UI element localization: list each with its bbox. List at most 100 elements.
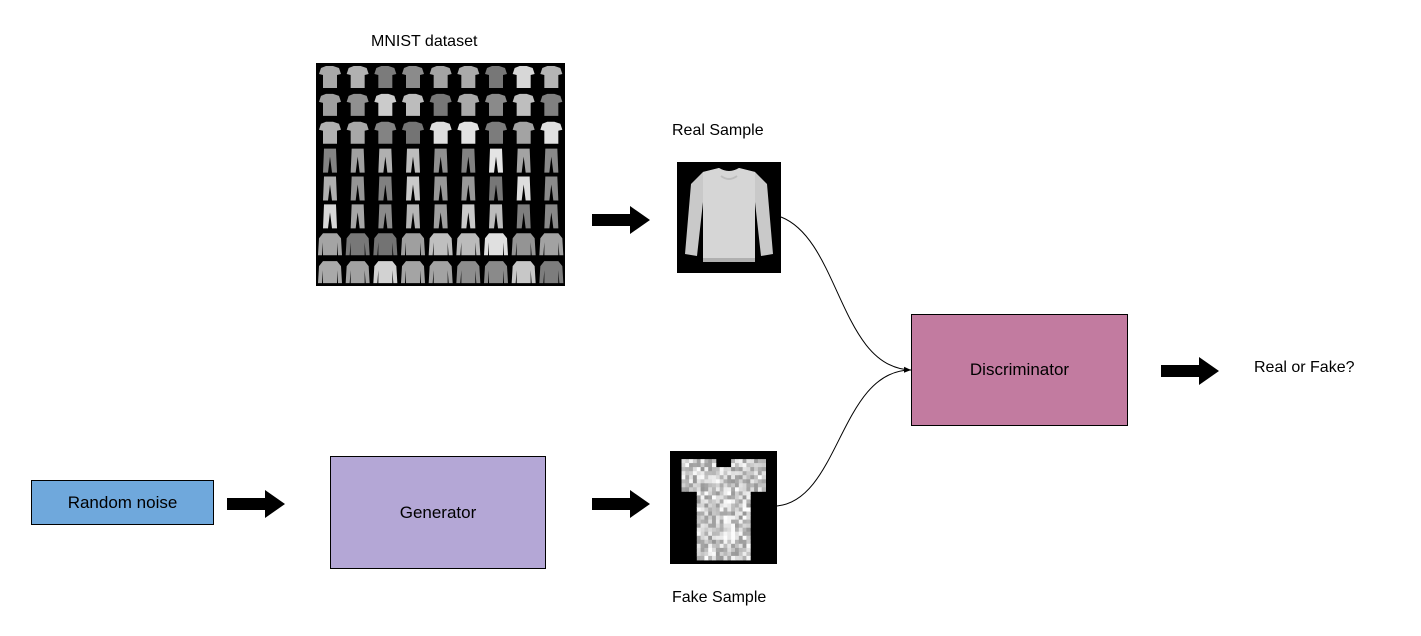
fake-pixel (700, 543, 705, 549)
fake-pixel (746, 531, 751, 537)
fake-pixel (742, 491, 747, 496)
fake-pixel (696, 487, 702, 492)
fake-pixel (723, 539, 728, 545)
fake-pixel (727, 543, 732, 549)
fake-pixel (696, 479, 702, 484)
fake-pixel (735, 519, 740, 525)
fake-pixel (727, 475, 732, 480)
fake-pixel (723, 555, 728, 561)
fake-pixel (727, 539, 732, 545)
fake-pixel (742, 555, 747, 561)
fake-pixel (712, 527, 717, 533)
fake-pixel (685, 463, 690, 468)
fake-pixel (719, 507, 724, 512)
random-noise-box: Random noise (31, 480, 214, 525)
dataset-thumbnail (484, 261, 508, 284)
fake-pixel (738, 479, 744, 484)
fake-pixel (708, 547, 713, 553)
fake-pixel (712, 471, 717, 476)
fake-pixel (715, 543, 721, 549)
fake-pixel (757, 475, 763, 480)
fake-pixel (757, 479, 763, 484)
dataset-image (316, 63, 565, 286)
dataset-thumbnail (345, 233, 370, 256)
dataset-thumbnail (319, 93, 341, 116)
fake-pixel (700, 491, 705, 496)
fake-pixel (719, 503, 724, 508)
fake-pixel (735, 503, 740, 508)
fake-pixel (738, 531, 744, 537)
fake-pixel (708, 487, 713, 492)
fake-pixel (723, 479, 728, 484)
dataset-thumbnail (457, 93, 480, 116)
fake-pixel (704, 499, 709, 504)
fake-pixel (719, 527, 724, 533)
fake-pixel (700, 459, 705, 464)
fake-pixel (712, 539, 717, 545)
fake-pixel (738, 499, 744, 504)
fake-pixel (719, 479, 724, 484)
fake-pixel (704, 547, 709, 553)
fake-pixel (738, 475, 744, 480)
fake-pixel (708, 483, 713, 488)
fake-pixel (712, 555, 717, 561)
fake-pixel (757, 459, 763, 464)
fake-pixel (715, 539, 721, 545)
dataset-thumbnail (378, 148, 393, 173)
fake-pixel (708, 463, 713, 468)
fake-pixel (712, 487, 717, 492)
fake-pixel (700, 523, 705, 529)
fake-pixel (715, 491, 721, 496)
fake-pixel (757, 487, 763, 492)
dataset-thumbnail (318, 261, 342, 284)
dataset-thumbnail (433, 176, 448, 201)
fake-pixel (738, 511, 744, 516)
fake-pixel (723, 467, 728, 472)
fake-pixel (742, 483, 747, 488)
fake-pixel (742, 507, 747, 512)
fake-pixel (700, 527, 705, 533)
fake-pixel (712, 503, 717, 508)
fake-pixel (696, 475, 702, 480)
fake-pixel (719, 519, 724, 525)
fake-pixel (727, 471, 732, 476)
fake-pixel (696, 507, 702, 512)
fake-pixel (754, 475, 759, 480)
fake-pixel (727, 555, 732, 561)
fake-sample-label: Fake Sample (672, 589, 767, 606)
fake-pixel (719, 483, 724, 488)
fake-pixel (754, 459, 759, 464)
fake-pixel (712, 535, 717, 541)
fake-pixel (761, 459, 766, 464)
dataset-thumbnail (457, 121, 480, 144)
fake-pixel (731, 519, 736, 525)
fake-pixel (712, 523, 717, 529)
fake-pixel (742, 459, 747, 464)
fake-pixel (761, 467, 766, 472)
fake-pixel (735, 467, 740, 472)
fake-pixel (708, 527, 713, 533)
fake-pixel (704, 495, 709, 500)
fake-pixel (681, 471, 686, 476)
fake-pixel (727, 519, 732, 525)
fake-pixel (735, 551, 740, 557)
dataset-thumbnail (323, 176, 337, 201)
fake-pixel (742, 471, 747, 476)
fake-pixel (723, 499, 728, 504)
fake-pixel (727, 491, 732, 496)
fake-pixel (742, 535, 747, 541)
fake-pixel (723, 543, 728, 549)
dataset-thumbnail (319, 66, 341, 88)
fake-pixel (723, 515, 728, 521)
fake-pixel (719, 515, 724, 521)
fake-pixel (723, 471, 728, 476)
fake-pixel (761, 475, 766, 480)
fake-pixel (761, 471, 766, 476)
fake-pixel (731, 547, 736, 553)
fake-pixel (712, 479, 717, 484)
fake-pixel (738, 503, 744, 508)
dataset-thumbnail (512, 66, 535, 88)
fake-pixel (735, 463, 740, 468)
fake-pixel (757, 467, 763, 472)
fake-pixel (712, 467, 717, 472)
